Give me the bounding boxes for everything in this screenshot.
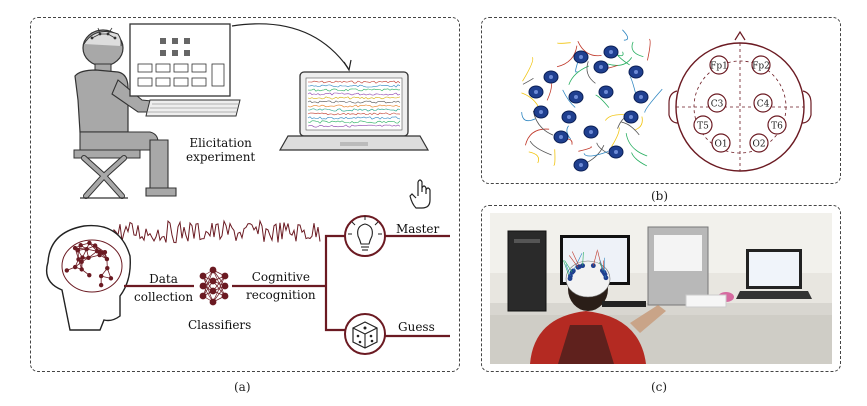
label-elicitation-line2: experiment <box>186 150 256 164</box>
caption-a: (a) <box>234 380 251 394</box>
label-data-line1: Data <box>149 272 178 286</box>
electrode-label-c3: C3 <box>711 100 724 110</box>
electrode-fp2 <box>751 55 771 75</box>
label-cognitive-recognition: Cognitive recognition <box>246 270 316 302</box>
electrode-label-t6: T6 <box>771 122 783 132</box>
label-cognitive-line1: Cognitive <box>251 270 310 284</box>
eeg-waveform <box>107 219 321 244</box>
electrode-label-fp2: Fp2 <box>752 62 770 72</box>
electrode-label-fp1: Fp1 <box>710 62 728 72</box>
caption-c: (c) <box>651 380 668 394</box>
electrode-map <box>668 30 812 172</box>
laptop-icon <box>278 71 430 151</box>
electrode-t6 <box>767 115 787 135</box>
neural-network-icon <box>199 266 229 306</box>
lightbulb-icon <box>344 215 386 257</box>
electrode-t5 <box>693 115 713 135</box>
caption-b: (b) <box>651 189 669 203</box>
label-master: Master <box>396 222 440 236</box>
label-data-collection: Data collection <box>134 272 193 304</box>
label-elicitation: Elicitation experiment <box>186 136 255 164</box>
panel-c <box>481 205 841 372</box>
electrode-label-o1: O1 <box>714 140 727 150</box>
eeg-cap-photo <box>521 29 663 172</box>
label-guess: Guess <box>398 320 435 334</box>
label-classifiers: Classifiers <box>188 318 252 332</box>
electrode-label-o2: O2 <box>752 140 765 150</box>
panel-b <box>481 17 841 184</box>
brain-network <box>64 240 114 288</box>
electrode-c3 <box>707 93 727 113</box>
monitor-icon <box>129 23 241 117</box>
electrode-o2 <box>749 133 769 153</box>
hand-cursor-icon <box>409 179 431 209</box>
cap-wires <box>563 249 609 281</box>
electrode-o1 <box>711 133 731 153</box>
dice-icon <box>344 313 386 355</box>
label-elicitation-line1: Elicitation <box>189 136 252 150</box>
eeg-traces <box>307 80 401 128</box>
electrode-label-c4: C4 <box>757 100 770 110</box>
lab-photo <box>490 213 832 364</box>
label-data-line2: collection <box>134 290 194 304</box>
label-cognitive-line2: recognition <box>246 288 316 302</box>
electrode-label-t5: T5 <box>697 122 709 132</box>
electrode-c4 <box>753 93 773 113</box>
electrode-fp1 <box>709 55 729 75</box>
panel-a <box>30 17 460 372</box>
